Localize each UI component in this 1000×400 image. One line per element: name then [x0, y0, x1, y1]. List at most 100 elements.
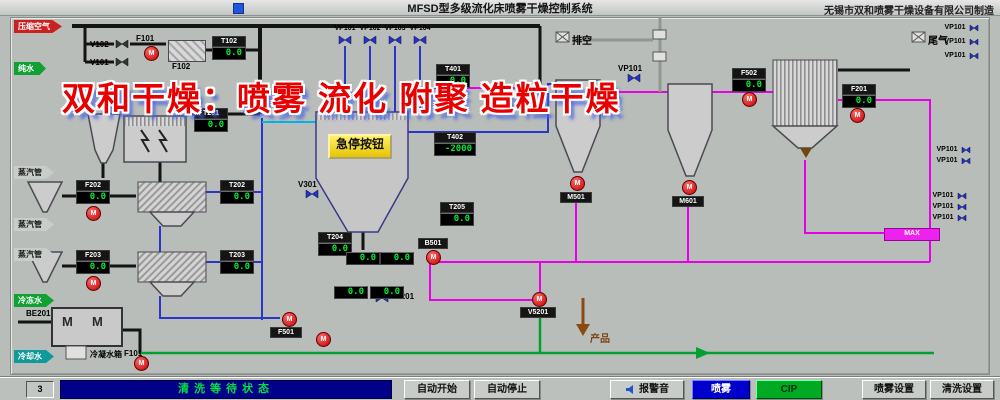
- product-arrow-icon: [576, 324, 590, 336]
- pump-icon-m501[interactable]: M: [570, 176, 585, 191]
- tailgas-fan-icon: [911, 31, 926, 43]
- display-aux-4: 0.0: [380, 252, 414, 265]
- inlet-chilled-water: 冷冻水: [14, 294, 54, 307]
- label-v101: V101: [90, 58, 109, 67]
- label-vp101-r7: VP101: [932, 203, 954, 210]
- label-m501: M501: [560, 192, 592, 203]
- cyclone-1: [555, 79, 601, 173]
- black-pipes: [18, 24, 910, 354]
- spray-dryer-tower: [315, 111, 409, 233]
- label-vp102: VP102: [359, 25, 381, 32]
- label-v5201: V5201: [520, 307, 556, 318]
- status-bar: 3 清洗等待状态 自动开始 自动停止 报警音 喷雾 CIP 喷雾设置 清洗设置: [0, 377, 1000, 400]
- pump-icon-v5201[interactable]: M: [532, 292, 547, 307]
- pump-icon-f202[interactable]: M: [86, 206, 101, 221]
- inlet-pure-water: 纯水: [14, 62, 46, 75]
- pump-icon-b501[interactable]: M: [426, 250, 441, 265]
- window-title: MFSD型多级流化床喷雾干燥控制系统: [407, 2, 593, 15]
- pump-icon-condensate[interactable]: M: [134, 356, 149, 371]
- spray-button[interactable]: 喷雾: [692, 380, 750, 399]
- pump-icon-f502[interactable]: M: [742, 92, 757, 107]
- feed-funnel-1: [26, 181, 64, 213]
- condenser: [772, 59, 838, 127]
- label-v102: V102: [90, 40, 109, 49]
- label-vp101-r8: VP101: [932, 214, 954, 221]
- pump-icon-f101[interactable]: M: [144, 46, 159, 61]
- label-vent: 排空: [572, 36, 592, 47]
- agitator-icon: M: [62, 314, 73, 329]
- title-bar: MFSD型多级流化床喷雾干燥控制系统 无锡市双和喷雾干燥设备有限公司制造: [0, 0, 1000, 17]
- label-vp101: VP101: [334, 25, 356, 32]
- inlet-steam-1: 蒸汽管: [14, 166, 54, 179]
- cip-button[interactable]: CIP: [756, 380, 822, 399]
- auto-stop-button[interactable]: 自动停止: [474, 380, 540, 399]
- label-vp101-r6: VP101: [932, 192, 954, 199]
- inlet-steam-3: 蒸汽管: [14, 248, 54, 261]
- label-vp101-r3: VP101: [944, 52, 966, 59]
- heater-f102: [168, 40, 206, 62]
- label-vp101-mid: VP101: [618, 64, 643, 73]
- alarm-sound-icon: [626, 385, 633, 394]
- emergency-stop-button[interactable]: 急停按钮: [328, 134, 392, 159]
- valve-icons: [115, 24, 979, 303]
- label-vp101-r5: VP101: [936, 157, 958, 164]
- label-b501: B501: [418, 238, 448, 249]
- pump-icon-f203[interactable]: M: [86, 276, 101, 291]
- pump-icon-f501[interactable]: M: [282, 312, 297, 327]
- condensate-tank-icon: [65, 345, 87, 360]
- clean-settings-button[interactable]: 清洗设置: [930, 380, 994, 399]
- agitator-icon: M: [92, 314, 103, 329]
- mini-button[interactable]: 3: [26, 381, 54, 398]
- condenser-outlet-arrow: [800, 148, 812, 158]
- label-vp101-r1: VP101: [944, 24, 966, 31]
- app-icon: [233, 3, 244, 14]
- inlet-steam-2: 蒸汽管: [14, 218, 54, 231]
- display-aux-3: 0.0: [346, 252, 380, 265]
- pink-route-tag: MAX: [884, 228, 940, 241]
- lightning-icon: [158, 129, 168, 153]
- inlet-compressed-air: 压缩空气: [14, 20, 62, 33]
- label-f501: F501: [270, 327, 302, 338]
- label-tailgas: 尾气: [928, 36, 948, 47]
- label-f101: F101: [136, 34, 155, 43]
- label-vp104: VP104: [409, 25, 431, 32]
- label-vp101-r2: VP101: [944, 38, 966, 45]
- label-vp103: VP103: [384, 25, 406, 32]
- inlet-cooling-water: 冷却水: [14, 350, 54, 363]
- vent-fan-icon: [555, 31, 570, 43]
- label-vp101-r4: VP101: [936, 146, 958, 153]
- pump-icon-aux[interactable]: M: [316, 332, 331, 347]
- exhaust-duct: [572, 18, 667, 92]
- watermark-text: 双和干燥：喷雾 流化 附聚 造粒干燥: [62, 80, 621, 117]
- auto-start-button[interactable]: 自动开始: [404, 380, 470, 399]
- label-v301: V301: [298, 180, 317, 189]
- label-f102: F102: [172, 62, 191, 71]
- pump-icon-m601[interactable]: M: [682, 180, 697, 195]
- display-T402: T402-2000: [434, 132, 476, 156]
- label-m601: M601: [672, 196, 704, 207]
- be201-tank: [51, 307, 123, 347]
- alarm-sound-button[interactable]: 报警音: [610, 380, 684, 399]
- pump-icon-f201[interactable]: M: [850, 108, 865, 123]
- cyclone-2: [667, 83, 713, 177]
- status-text-panel: 清洗等待状态: [60, 380, 392, 399]
- spray-settings-button[interactable]: 喷雾设置: [862, 380, 926, 399]
- fluid-bed-2: [137, 251, 207, 283]
- label-f101-pump: F101: [124, 349, 143, 358]
- cyclone-left: [87, 113, 121, 164]
- label-be201: BE201: [26, 309, 51, 318]
- display-aux-1: 0.0: [334, 286, 368, 299]
- manufacturer-text: 无锡市双和喷雾干燥设备有限公司制造: [824, 6, 994, 17]
- fluid-bed-1: [137, 181, 207, 213]
